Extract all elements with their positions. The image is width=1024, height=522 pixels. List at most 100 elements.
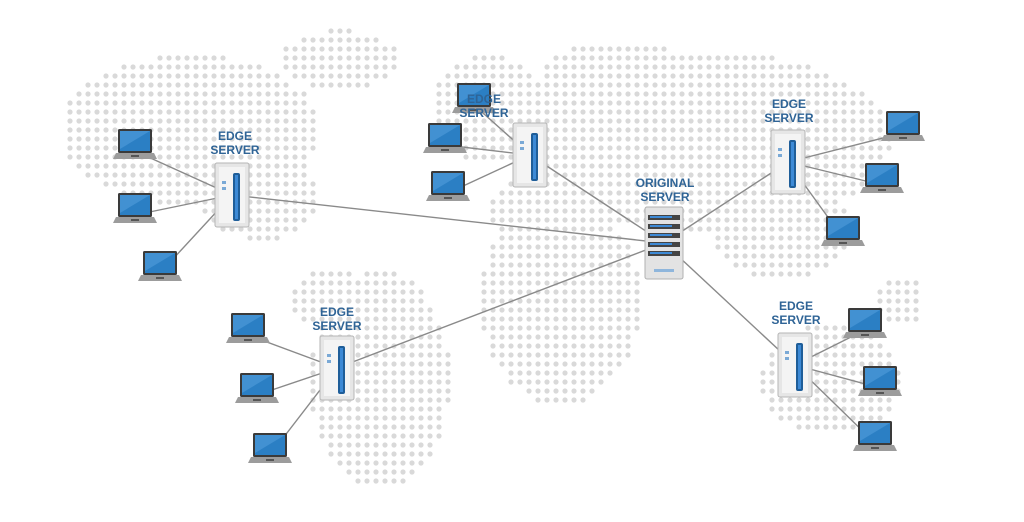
map-dot xyxy=(859,172,865,178)
map-dot xyxy=(166,181,172,187)
map-dot xyxy=(544,208,550,214)
map-dot xyxy=(760,118,766,124)
map-dot xyxy=(499,199,505,205)
map-dot xyxy=(652,46,658,52)
map-dot xyxy=(679,136,685,142)
map-dot xyxy=(382,370,388,376)
map-dot xyxy=(769,226,775,232)
map-dot xyxy=(328,433,334,439)
map-dot xyxy=(400,478,406,484)
map-dot xyxy=(553,190,559,196)
map-dot xyxy=(238,64,244,70)
map-dot xyxy=(544,100,550,106)
map-dot xyxy=(661,64,667,70)
map-dot xyxy=(220,118,226,124)
map-dot xyxy=(499,226,505,232)
map-dot xyxy=(616,262,622,268)
map-dot xyxy=(139,91,145,97)
map-dot xyxy=(553,334,559,340)
map-dot xyxy=(526,235,532,241)
map-dot xyxy=(517,289,523,295)
map-dot xyxy=(715,55,721,61)
map-dot xyxy=(121,64,127,70)
map-dot xyxy=(598,343,604,349)
map-dot xyxy=(328,424,334,430)
map-dot xyxy=(778,235,784,241)
map-dot xyxy=(139,100,145,106)
map-dot xyxy=(490,64,496,70)
map-dot xyxy=(544,217,550,223)
map-dot xyxy=(625,289,631,295)
map-dot xyxy=(850,181,856,187)
map-dot xyxy=(625,46,631,52)
map-dot xyxy=(634,307,640,313)
map-dot xyxy=(715,91,721,97)
map-dot xyxy=(274,109,280,115)
map-dot xyxy=(769,352,775,358)
map-dot xyxy=(679,73,685,79)
map-dot xyxy=(607,370,613,376)
map-dot xyxy=(373,271,379,277)
map-dot xyxy=(274,163,280,169)
map-dot xyxy=(409,370,415,376)
map-dot xyxy=(373,469,379,475)
map-dot xyxy=(661,190,667,196)
map-dot xyxy=(607,127,613,133)
map-dot xyxy=(382,460,388,466)
map-dot xyxy=(364,343,370,349)
map-dot xyxy=(787,100,793,106)
map-dot xyxy=(553,370,559,376)
map-dot xyxy=(805,127,811,133)
map-dot xyxy=(355,442,361,448)
map-dot xyxy=(886,145,892,151)
map-dot xyxy=(796,424,802,430)
map-dot xyxy=(706,100,712,106)
map-dot xyxy=(355,325,361,331)
map-dot xyxy=(598,136,604,142)
map-dot xyxy=(562,55,568,61)
map-dot xyxy=(400,406,406,412)
map-dot xyxy=(805,145,811,151)
map-dot xyxy=(382,415,388,421)
map-dot xyxy=(679,163,685,169)
map-dot xyxy=(427,343,433,349)
map-dot xyxy=(625,334,631,340)
map-dot xyxy=(751,172,757,178)
map-dot xyxy=(328,271,334,277)
map-dot xyxy=(94,127,100,133)
map-dot xyxy=(571,343,577,349)
map-dot xyxy=(427,442,433,448)
map-dot xyxy=(715,244,721,250)
map-dot xyxy=(832,361,838,367)
map-dot xyxy=(148,64,154,70)
map-dot xyxy=(373,280,379,286)
map-dot xyxy=(382,451,388,457)
map-dot xyxy=(310,208,316,214)
map-dot xyxy=(301,172,307,178)
map-dot xyxy=(652,190,658,196)
map-dot xyxy=(688,55,694,61)
map-dot xyxy=(850,118,856,124)
map-dot xyxy=(490,55,496,61)
map-dot xyxy=(778,100,784,106)
map-dot xyxy=(292,64,298,70)
map-dot xyxy=(589,208,595,214)
map-dot xyxy=(643,181,649,187)
map-dot xyxy=(679,181,685,187)
map-dot xyxy=(247,226,253,232)
edge-europe-label-1: EDGE xyxy=(467,92,501,106)
map-dot xyxy=(850,145,856,151)
map-dot xyxy=(319,289,325,295)
map-dot xyxy=(643,100,649,106)
map-dot xyxy=(607,172,613,178)
map-dot xyxy=(292,118,298,124)
map-dot xyxy=(814,415,820,421)
map-dot xyxy=(175,64,181,70)
map-dot xyxy=(724,244,730,250)
map-dot xyxy=(580,217,586,223)
laptop-icon xyxy=(452,83,496,113)
map-dot xyxy=(409,280,415,286)
map-dot xyxy=(328,442,334,448)
map-dot xyxy=(580,46,586,52)
